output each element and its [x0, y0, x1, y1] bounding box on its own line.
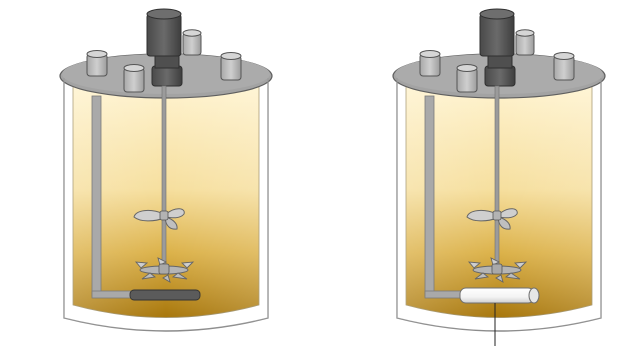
white-tube-sparger	[459, 287, 540, 304]
dark-sparger-rod	[129, 289, 201, 301]
bioreactor-right	[392, 8, 606, 346]
bioreactor-left	[59, 8, 273, 332]
